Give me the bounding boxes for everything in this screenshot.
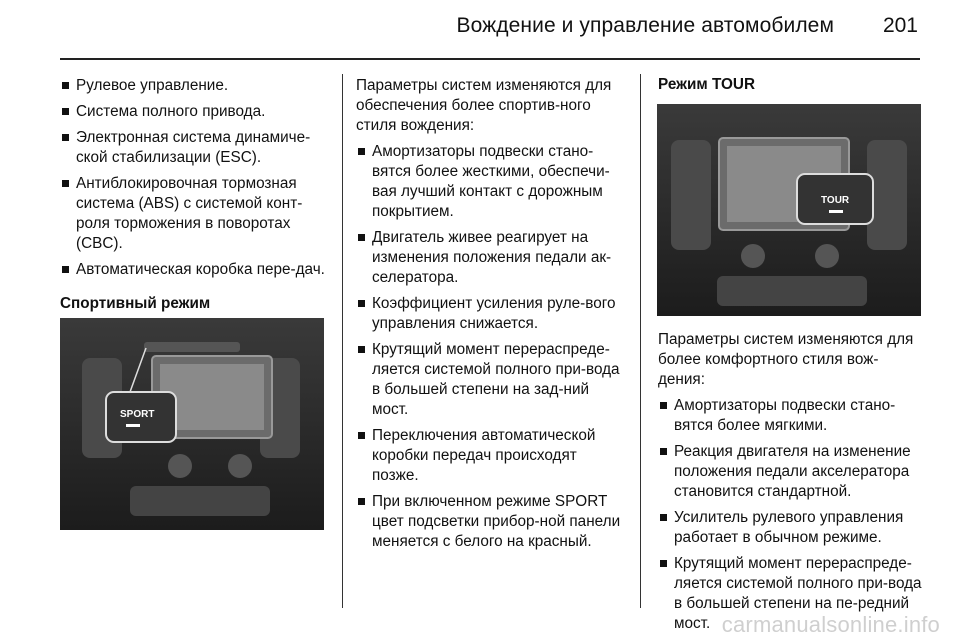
list-item: Реакция двигателя на изменение положения… [658, 442, 922, 502]
page-title: Вождение и управление автомобилем [456, 14, 834, 37]
sport-button-photo: SPORT [60, 318, 324, 530]
list-item: Амортизаторы подвески стано-вятся более … [356, 142, 626, 222]
list-item: Амортизаторы подвески стано-вятся более … [658, 396, 922, 436]
list-item: Крутящий момент перераспреде-ляется сист… [658, 554, 922, 634]
list-item: Электронная система динамиче-ской стабил… [60, 128, 328, 168]
column-divider-1 [342, 74, 343, 608]
tour-button-photo: TOUR [657, 104, 921, 316]
column-3: Параметры систем изменяются для более ко… [658, 330, 922, 640]
list-item: Переключения автоматической коробки пере… [356, 426, 626, 486]
list-item: Рулевое управление. [60, 76, 328, 96]
page-number: 201 [882, 14, 918, 37]
sport-label: SPORT [120, 409, 154, 420]
watermark: carmanualsonline.info [721, 612, 940, 637]
col2-bullet-list: Амортизаторы подвески стано-вятся более … [356, 142, 626, 552]
col3-bullet-list: Амортизаторы подвески стано-вятся более … [658, 396, 922, 634]
list-item: Антиблокировочная тормозная система (ABS… [60, 174, 328, 254]
col2-intro: Параметры систем изменяются для обеспече… [356, 77, 612, 134]
list-item: При включенном режиме SPORT цвет подсвет… [356, 492, 626, 552]
column-1: Рулевое управление. Система полного прив… [60, 76, 328, 314]
list-item: Автоматическая коробка пере-дач. [60, 260, 328, 280]
col1-bullet-list: Рулевое управление. Система полного прив… [60, 76, 328, 280]
column-2: Параметры систем изменяются для обеспече… [356, 76, 626, 558]
header-rule [60, 58, 920, 60]
list-item: Усилитель рулевого управления работает в… [658, 508, 922, 548]
list-item: Крутящий момент перераспреде-ляется сист… [356, 340, 626, 420]
section-heading-tour: Режим TOUR [658, 76, 756, 93]
section-heading-sport: Спортивный режим [60, 295, 211, 312]
col3-intro: Параметры систем изменяются для более ко… [658, 331, 914, 388]
list-item: Система полного привода. [60, 102, 328, 122]
tour-label: TOUR [821, 195, 850, 206]
list-item: Двигатель живее реагирует на изменения п… [356, 228, 626, 288]
list-item: Коэффициент усиления руле-вого управлени… [356, 294, 626, 334]
column-divider-2 [640, 74, 641, 608]
